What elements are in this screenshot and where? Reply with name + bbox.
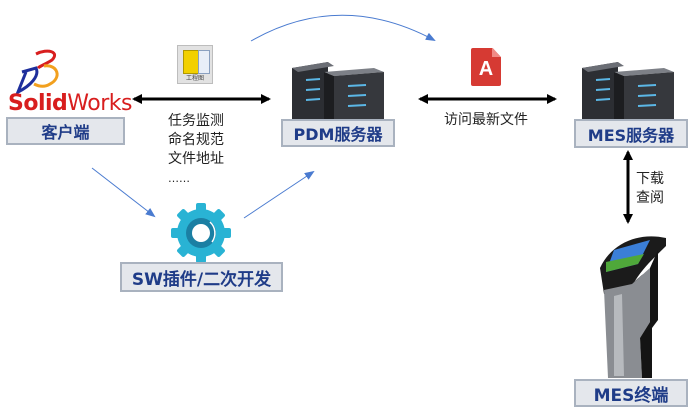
- mes-server-icon: [582, 62, 674, 122]
- note-line: 命名规范: [168, 132, 224, 148]
- solidworks-logo: SolidWorks: [8, 48, 132, 120]
- ds-logo-icon: [15, 49, 59, 94]
- pdm-server-label: PDM服务器: [281, 119, 395, 147]
- client-to-plugin-arrow: [91, 167, 156, 218]
- autocad-file-icon: A: [471, 48, 501, 86]
- note-line: 文件地址: [168, 151, 224, 167]
- engineering-drawing-icon: 工程图: [177, 45, 213, 84]
- mes-terminal-notes: 下载 查阅: [636, 170, 664, 208]
- note-line: 下载: [636, 171, 664, 187]
- kiosk-terminal-icon: [600, 236, 666, 378]
- note-line: 任务监测: [168, 113, 224, 129]
- mes-terminal-label: MES终端: [574, 379, 688, 407]
- mes-server-label: MES服务器: [574, 119, 688, 148]
- plugin-to-pdm-arrow: [243, 170, 315, 219]
- pdm-server-icon: [292, 62, 384, 122]
- pdm-mes-note: 访问最新文件: [444, 112, 528, 128]
- client-pdm-notes: 任务监测 命名规范 文件地址 ……: [168, 112, 224, 188]
- gear-icon: [171, 203, 231, 263]
- icon-caption: 工程图: [185, 75, 204, 82]
- logo-text-bold: Solid: [8, 91, 68, 116]
- client-label: 客户端: [6, 117, 125, 145]
- pdm-to-mes-curve-arrow: [250, 14, 436, 42]
- note-line: ……: [168, 172, 190, 185]
- note-line: 查阅: [636, 190, 664, 206]
- logo-text-light: Works: [67, 91, 132, 116]
- sw-plugin-label: SW插件/二次开发: [120, 262, 283, 292]
